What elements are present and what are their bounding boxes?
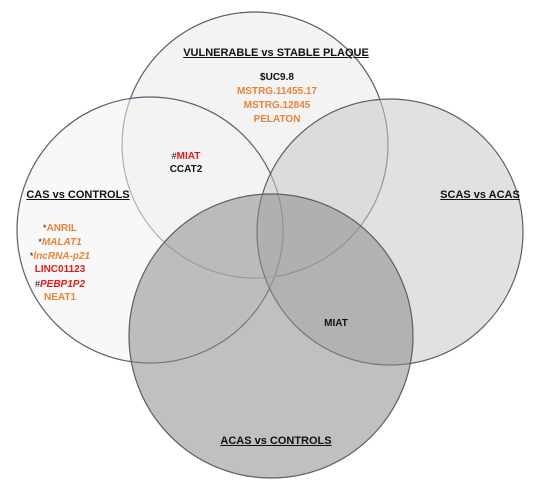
gene-item: CCAT2: [170, 164, 203, 176]
gene-name: MIAT: [176, 151, 201, 162]
gene-item: #MIAT: [172, 150, 201, 163]
gene-name: CCAT2: [169, 164, 203, 175]
gene-name: lncRNA-p21: [33, 251, 91, 262]
gene-item: *ANRIL: [43, 222, 77, 235]
gene-marker: *: [38, 237, 42, 247]
gene-name: PEBP1P2: [39, 279, 86, 290]
label-acas-vs-controls: ACAS vs CONTROLS: [220, 435, 332, 447]
gene-item: MSTRG.12845: [244, 100, 311, 112]
gene-item: MSTRG.11455.17: [237, 86, 317, 98]
gene-name: $UC9.8: [260, 72, 294, 83]
gene-item: NEAT1: [44, 292, 76, 304]
gene-marker: #: [34, 279, 40, 289]
gene-marker: *: [29, 251, 34, 261]
gene-item: #PEBP1P2: [35, 278, 85, 291]
gene-name: ANRIL: [46, 223, 78, 234]
gene-item: *lncRNA-p21: [30, 250, 90, 263]
gene-name: LINC01123: [34, 264, 86, 275]
gene-item: LINC01123: [35, 264, 86, 276]
label-cas-vs-controls: CAS vs CONTROLS: [26, 189, 130, 201]
gene-name: MSTRG.11455.17: [236, 86, 318, 97]
gene-marker: *: [42, 223, 47, 233]
label-vulnerable-vs-stable-plaque: VULNERABLE vs STABLE PLAQUE: [183, 47, 369, 59]
gene-name: PELATON: [253, 114, 301, 125]
gene-name: MIAT: [324, 318, 348, 329]
gene-item: MIAT: [324, 318, 348, 330]
gene-name: NEAT1: [43, 292, 77, 303]
label-scas-vs-acas: SCAS vs ACAS: [440, 189, 520, 201]
gene-name: MSTRG.12845: [243, 100, 311, 111]
gene-item: $UC9.8: [260, 72, 294, 84]
gene-name: MALAT1: [41, 237, 82, 248]
gene-item: *MALAT1: [38, 236, 81, 249]
gene-marker: #: [171, 151, 177, 161]
gene-item: PELATON: [254, 114, 301, 126]
set-circle-acas: [128, 193, 414, 479]
